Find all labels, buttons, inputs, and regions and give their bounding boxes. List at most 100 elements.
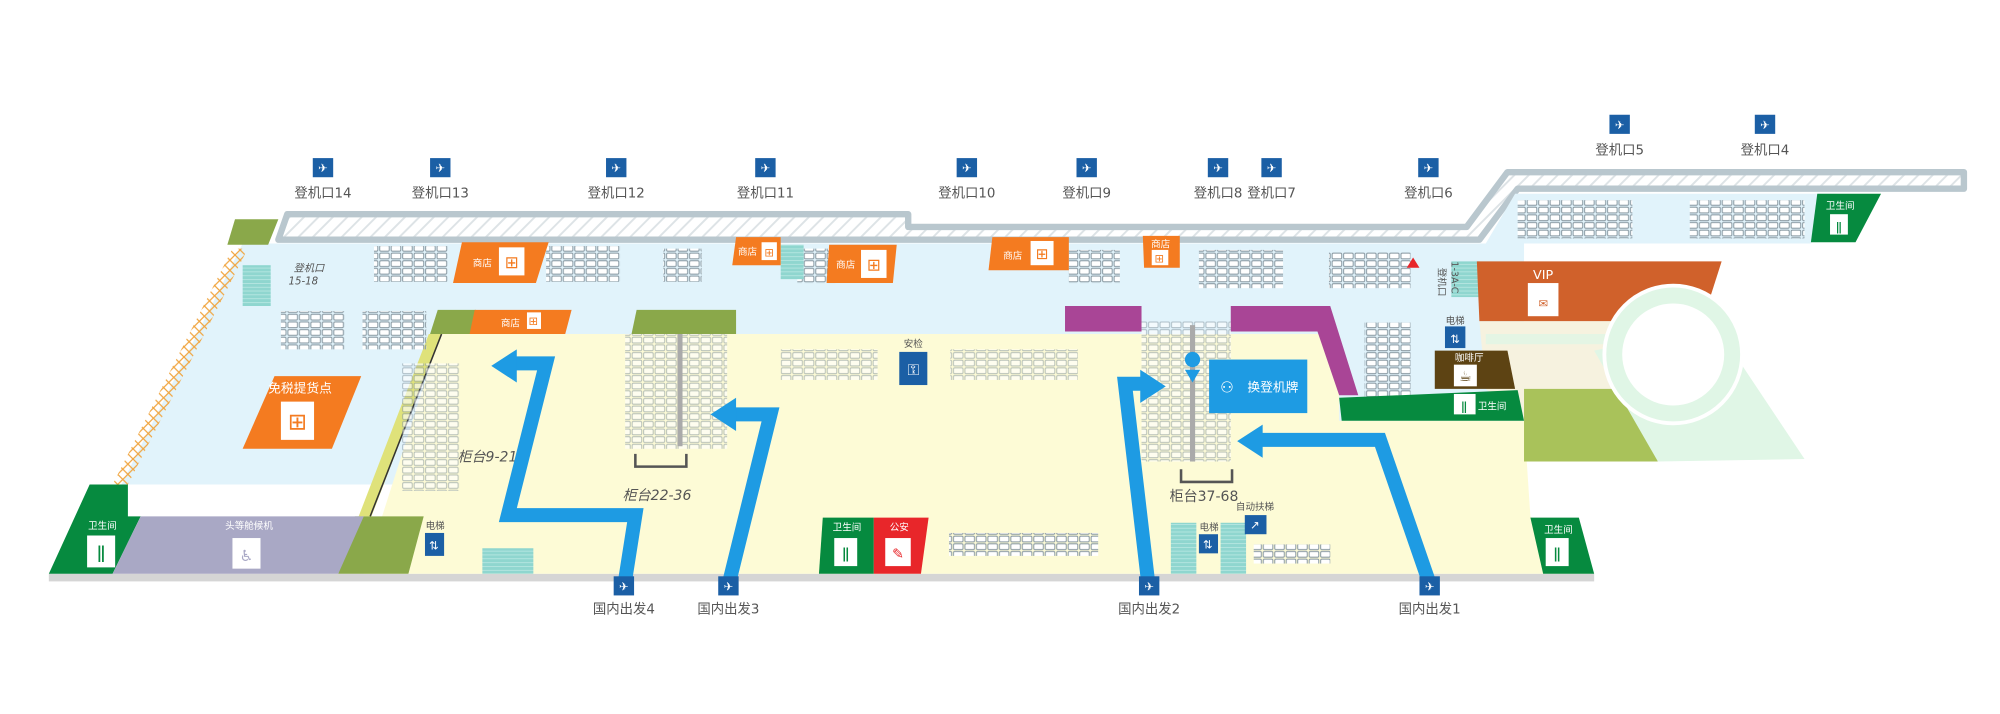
escalator-icon: [1244, 515, 1267, 535]
route-arrows: [498, 356, 1436, 583]
airplane-icon: [1419, 576, 1440, 596]
domestic-departure-entrance[interactable]: ✈国内出发3: [697, 576, 759, 617]
security-check[interactable]: 安检⚿: [899, 338, 928, 386]
svg-text:卫生间: 卫生间: [1544, 524, 1573, 536]
elevator-icon: [1444, 326, 1466, 349]
check-in-icon: ⚇: [1220, 379, 1234, 397]
gift-icon: ⊞: [529, 314, 539, 328]
location-pin-icon: [1184, 351, 1201, 383]
boarding-gate[interactable]: ✈ 登机口9: [1062, 158, 1111, 202]
boarding-gate[interactable]: ✈登机口7: [1247, 158, 1296, 202]
escalator[interactable]: 自动扶梯↗: [1236, 501, 1275, 535]
shop[interactable]: 商店⊞: [1142, 235, 1180, 268]
stairs: [1451, 261, 1480, 298]
gift-icon: ⊞: [505, 253, 519, 272]
airplane-icon: [956, 158, 978, 178]
airplane-icon: [1138, 576, 1160, 596]
airplane-icon: [1076, 158, 1097, 178]
gate-label: 国内出发2: [1118, 601, 1180, 617]
arrow-heads: [491, 349, 1263, 458]
shop[interactable]: 商店⊞: [469, 309, 572, 335]
truss-walkway: [112, 248, 248, 485]
svg-text:头等舱候机: 头等舱候机: [225, 520, 273, 532]
boarding-pass-exchange[interactable]: ⚇ 换登机牌: [1184, 351, 1308, 414]
elevator[interactable]: 电梯 ⇅: [1198, 521, 1220, 554]
restroom-zone[interactable]: [1339, 390, 1525, 421]
vip-icon: ✉: [1527, 283, 1559, 317]
gate-label: 国内出发1: [1399, 601, 1461, 617]
gate-15-18-label: 登机口: [294, 263, 325, 275]
boarding-gate[interactable]: ✈ 登机口11: [737, 158, 794, 202]
svg-text:✉: ✉: [1538, 296, 1548, 310]
restroom-zone[interactable]: [48, 484, 141, 574]
counter-desk: [1179, 469, 1234, 484]
gate-label: 登机口5: [1595, 142, 1644, 158]
shop[interactable]: 商店⊞: [732, 237, 781, 266]
boarding-gate[interactable]: ✈登机口12: [588, 158, 645, 202]
gate-label: 登机口13: [412, 186, 469, 202]
svg-text:⇅: ⇅: [429, 539, 439, 553]
svg-text:⇅: ⇅: [1203, 537, 1213, 551]
svg-text:ǁ: ǁ: [97, 542, 106, 563]
svg-text:✈: ✈: [761, 161, 771, 175]
gate-label: 登机口9: [1062, 186, 1111, 202]
gate-label: 登机口10: [938, 186, 995, 202]
airplane-icon: [1609, 114, 1630, 134]
shop[interactable]: 商店 ⊞: [988, 237, 1069, 271]
boarding-gate[interactable]: ✈ 登机口13: [412, 158, 469, 202]
svg-text:✈: ✈: [1760, 118, 1770, 132]
lounge-icon: [232, 538, 261, 569]
shop[interactable]: 商店⊞: [453, 242, 549, 284]
svg-text:电梯: 电梯: [1200, 521, 1220, 533]
domestic-departure-entrance[interactable]: ✈国内出发2: [1118, 576, 1180, 617]
counter-label: 柜台37-68: [1170, 489, 1239, 505]
gate-label: 登机口14: [294, 186, 351, 202]
svg-text:卫生间: 卫生间: [88, 520, 117, 532]
gift-icon: ⊞: [1036, 245, 1049, 263]
airplane-icon: [718, 576, 739, 596]
boarding-gate[interactable]: ✈登机口6: [1404, 158, 1453, 202]
airplane-icon: [312, 158, 334, 178]
elevator[interactable]: 电梯 ⇅: [1444, 315, 1466, 349]
boarding-gate[interactable]: ✈ 登机口5: [1595, 114, 1644, 159]
svg-text:电梯: 电梯: [426, 520, 446, 532]
svg-text:✎: ✎: [892, 546, 904, 562]
boarding-gate[interactable]: ✈ 登机口4: [1741, 114, 1790, 159]
gate-label: 国内出发4: [593, 601, 655, 617]
svg-text:商店: 商店: [1003, 250, 1023, 262]
svg-text:⇅: ⇅: [1450, 332, 1460, 346]
svg-text:咖啡厅: 咖啡厅: [1455, 352, 1484, 364]
restroom-icon: [87, 535, 116, 568]
svg-text:✈: ✈: [1213, 161, 1223, 175]
stairs: [1220, 522, 1247, 574]
gate-1-3-label: 登机口: [1436, 268, 1448, 297]
counter-desk: [634, 453, 688, 468]
olive-area: [1524, 388, 1658, 462]
svg-text:换登机牌: 换登机牌: [1247, 379, 1298, 395]
airside-corridor: [275, 168, 1968, 243]
svg-text:✈: ✈: [1615, 118, 1625, 132]
gate-label: 登机口4: [1741, 142, 1790, 158]
restroom-icon: [1830, 214, 1848, 235]
police-icon: [885, 538, 911, 567]
boarding-gate[interactable]: ✈登机口8: [1194, 158, 1243, 202]
svg-text:自动扶梯: 自动扶梯: [1236, 501, 1275, 513]
domestic-departure-entrance[interactable]: ✈国内出发1: [1399, 576, 1461, 617]
svg-text:电梯: 电梯: [1446, 315, 1466, 327]
gate-label: 登机口11: [737, 186, 794, 202]
duty-free-pickup[interactable]: 免税提货点⊞: [242, 376, 362, 449]
airplane-icon: [606, 158, 627, 178]
svg-text:✈: ✈: [435, 161, 445, 175]
boarding-gate[interactable]: ✈登机口14: [294, 158, 352, 202]
svg-text:✈: ✈: [1082, 161, 1092, 175]
shop[interactable]: 商店⊞: [826, 244, 897, 284]
gate-label: 国内出发3: [697, 601, 759, 617]
elevator[interactable]: 电梯 ⇅: [424, 520, 446, 556]
elevator-icon: [424, 532, 445, 556]
route-arrow-1: [1260, 432, 1436, 583]
purple-zone: [1230, 306, 1359, 396]
domestic-departure-entrance[interactable]: ✈国内出发4: [593, 576, 655, 617]
restroom-icon: [1453, 393, 1476, 415]
route-arrow-4: [498, 356, 644, 582]
boarding-gate[interactable]: ✈登机口10: [938, 158, 995, 202]
